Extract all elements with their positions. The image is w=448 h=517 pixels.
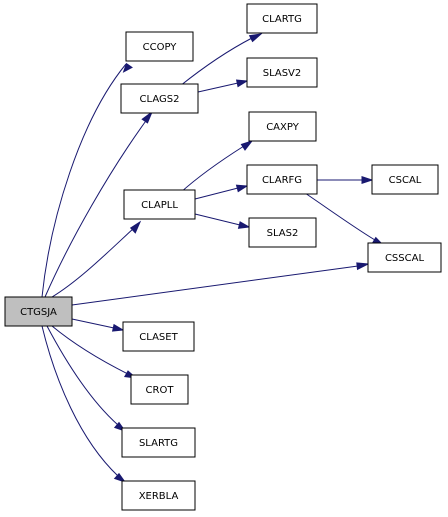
node-label: SLARTG [139,438,178,449]
node-label: CLARFG [262,175,302,186]
node-xerbla[interactable]: XERBLA [121,480,196,511]
edge-ctgsja-csscal [71,262,370,306]
node-label: CLASET [139,332,178,343]
node-clarfg[interactable]: CLARFG [246,164,318,195]
edge-clapll-slas2 [194,213,251,229]
edge-ctgsja-ccopy [41,62,133,298]
node-crot[interactable]: CROT [130,374,189,405]
node-label: CLARTG [262,14,302,25]
node-label: XERBLA [139,491,179,502]
node-label: CLAGS2 [140,94,180,105]
node-ctgsja[interactable]: CTGSJA [4,296,73,327]
edge-clapll-caxpy [179,140,254,194]
edge-clapll-clarfg [194,184,249,200]
node-label: CLAPLL [141,200,178,211]
edge-ctgsja-clapll [51,220,142,298]
node-label: CROT [146,385,175,396]
edge-clarfg-csscal [304,192,385,246]
node-label: CSCAL [389,175,422,186]
node-slasv2[interactable]: SLASV2 [246,57,318,88]
node-clags2[interactable]: CLAGS2 [120,83,199,114]
node-label: SLASV2 [263,68,302,79]
edge-ctgsja-claset [71,318,125,332]
node-ccopy[interactable]: CCOPY [125,31,194,62]
node-label: CSSCAL [385,253,425,264]
node-caxpy[interactable]: CAXPY [248,111,317,142]
call-graph-edges [41,33,385,483]
edge-clags2-clartg [179,33,263,87]
node-cscal[interactable]: CSCAL [371,164,439,195]
node-label: CTGSJA [20,307,57,318]
node-label: CCOPY [143,42,178,53]
node-claset[interactable]: CLASET [122,321,195,352]
edge-ctgsja-clags2 [44,110,154,298]
edge-ctgsja-slartg [46,325,127,432]
node-slartg[interactable]: SLARTG [121,427,196,458]
node-label: SLAS2 [267,228,299,239]
node-csscal[interactable]: CSSCAL [367,242,442,273]
node-label: CAXPY [266,122,299,133]
node-clartg[interactable]: CLARTG [246,3,318,34]
node-slas2[interactable]: SLAS2 [248,217,317,248]
edge-ctgsja-xerbla [41,325,127,483]
edge-clarfg-cscal [317,176,374,184]
node-clapll[interactable]: CLAPLL [123,189,196,220]
call-graph-nodes: CTGSJA CCOPY CLAGS2 CLARTG SLASV2 CAXPY … [4,3,442,511]
edge-clags2-slasv2 [197,79,249,93]
